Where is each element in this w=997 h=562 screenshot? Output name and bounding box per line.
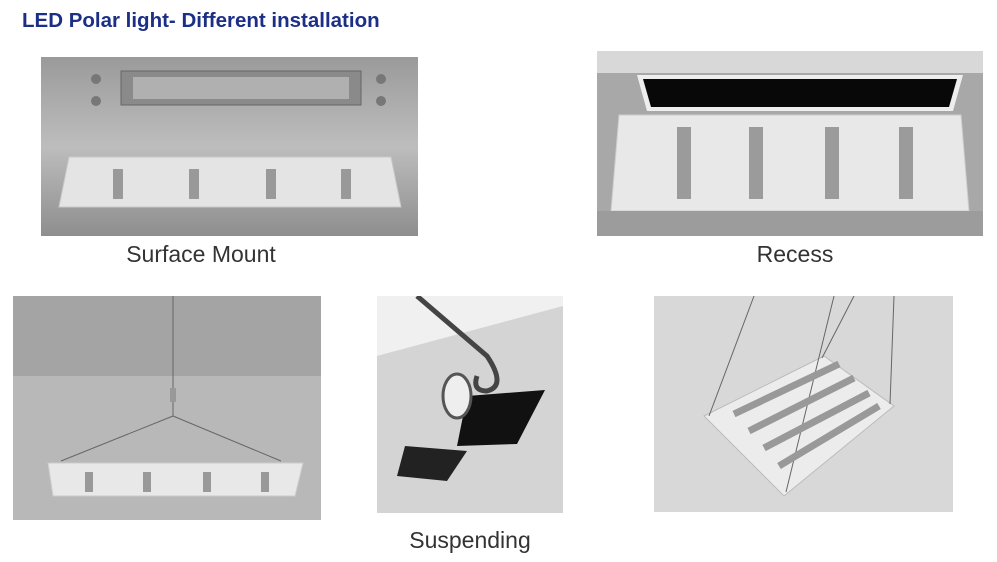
surface-mount-photo	[41, 57, 418, 236]
caption-surface-mount: Surface Mount	[126, 241, 276, 267]
suspended-panel-photo	[13, 296, 321, 520]
caption-suspending: Suspending	[409, 527, 531, 553]
page-title: LED Polar light- Different installation	[22, 9, 380, 32]
caption-recess: Recess	[756, 241, 834, 267]
suspending-hook-photo	[377, 296, 563, 513]
suspended-panel-angle-photo	[654, 296, 953, 512]
recess-photo	[597, 51, 983, 236]
